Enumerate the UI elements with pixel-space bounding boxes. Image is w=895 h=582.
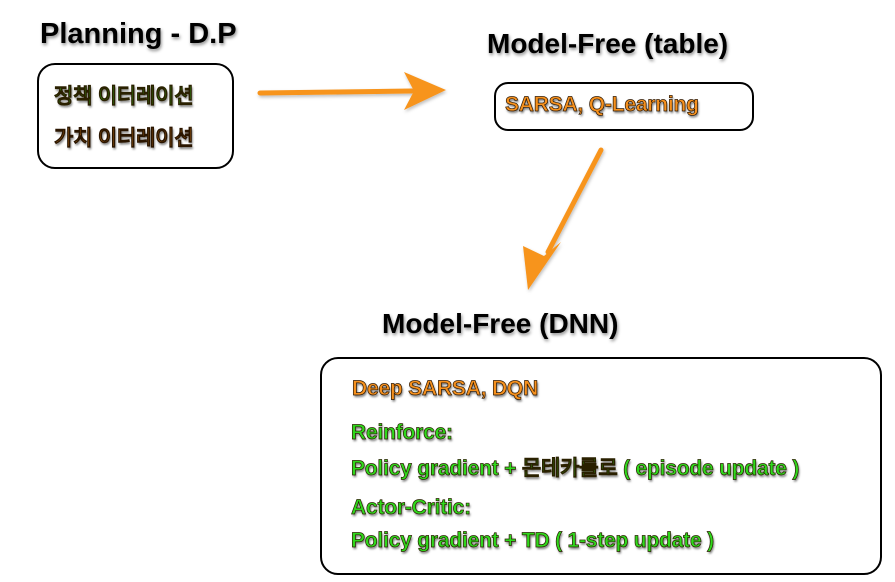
arrow-table-to-dnn bbox=[523, 147, 604, 290]
deep-sarsa-dqn-text: Deep SARSA, DQN bbox=[352, 377, 539, 401]
model-free-table-box bbox=[494, 82, 754, 131]
actor-critic-label: Actor-Critic: bbox=[351, 496, 472, 520]
model-free-dnn-box bbox=[320, 357, 882, 575]
model-free-dnn-title: Model-Free (DNN) bbox=[382, 308, 619, 339]
reinforce-label: Reinforce: bbox=[351, 421, 454, 445]
reinforce-detail: Policy gradient + 몬테카를로 ( episode update… bbox=[351, 457, 800, 481]
policy-iteration-text: 정책 이터레이션 bbox=[54, 85, 194, 109]
arrow-planning-to-table bbox=[257, 72, 446, 110]
model-free-table-title: Model-Free (table) bbox=[487, 28, 729, 59]
planning-box bbox=[37, 63, 234, 169]
value-iteration-text: 가치 이터레이션 bbox=[54, 127, 194, 151]
planning-title: Planning - D.P bbox=[40, 18, 237, 50]
actor-critic-detail: Policy gradient + TD ( 1-step update ) bbox=[351, 529, 715, 553]
sarsa-qlearning-text: SARSA, Q-Learning bbox=[505, 93, 700, 117]
